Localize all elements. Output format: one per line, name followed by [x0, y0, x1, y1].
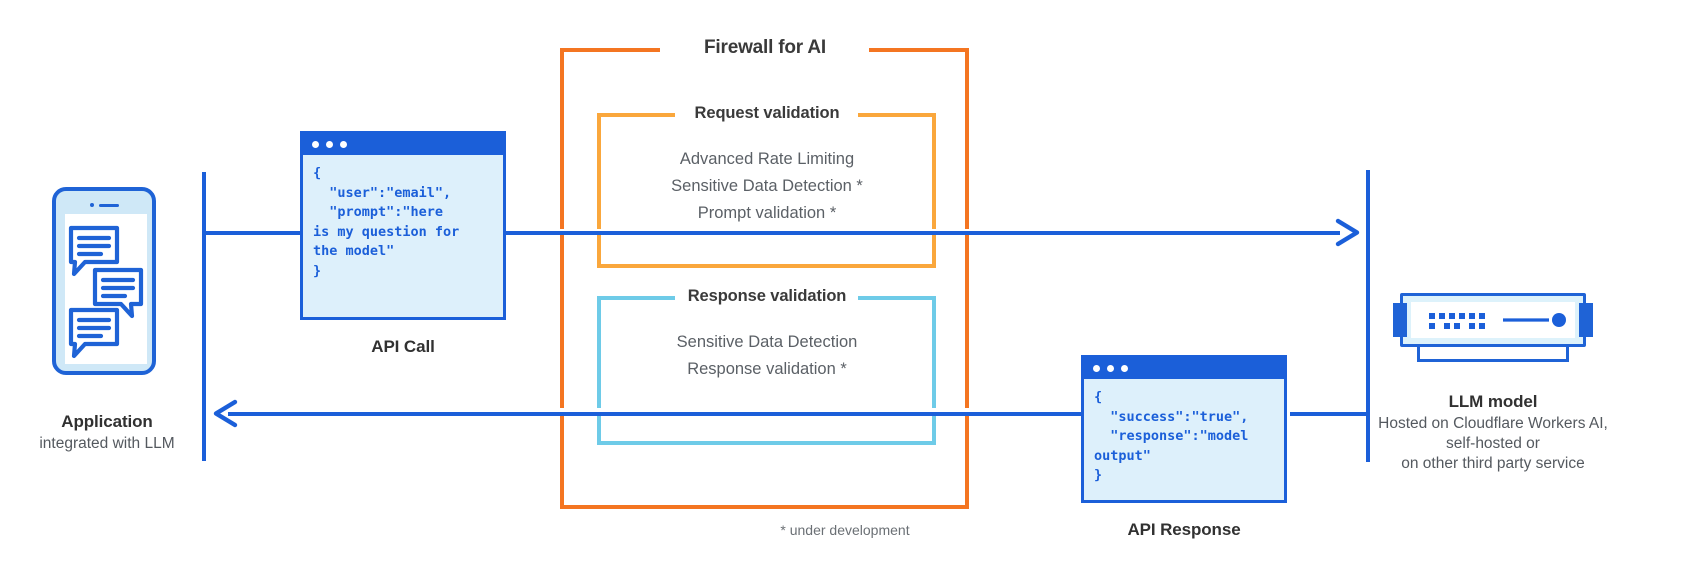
response-validation-bracket-top-right — [858, 296, 936, 300]
response-validation-bracket-bottom — [597, 441, 936, 445]
response-validation-bracket-right-upper — [932, 296, 936, 408]
request-validation-bracket-left-upper — [597, 113, 601, 229]
response-flow-line-right — [1290, 412, 1368, 416]
server-icon — [1400, 293, 1586, 347]
phone-icon — [52, 187, 156, 375]
api-call-window-titlebar — [303, 134, 503, 155]
request-validation-bracket-top-right — [858, 113, 936, 117]
api-response-code: { "success":"true", "response":"model ou… — [1094, 389, 1249, 483]
server-base — [1417, 347, 1569, 362]
application-title: Application — [61, 412, 153, 431]
response-validation-bracket-right-lower — [932, 416, 936, 445]
response-validation-item-1: Sensitive Data Detection — [676, 333, 858, 351]
phone-speaker-bar-icon — [99, 204, 119, 207]
request-arrow-head-icon — [1332, 216, 1366, 253]
server-face — [1411, 302, 1575, 338]
window-dot-icon — [1093, 365, 1100, 372]
request-validation-bracket-bottom — [597, 264, 936, 268]
llm-subtitle: Hosted on Cloudflare Workers AI, self-ho… — [1340, 414, 1646, 474]
api-response-label: API Response — [1127, 520, 1241, 539]
footnote-under-development: * under development — [780, 522, 910, 538]
phone-speaker-dot-icon — [90, 203, 94, 207]
api-response-window: { "success":"true", "response":"model ou… — [1081, 355, 1287, 503]
request-flow-line-right — [505, 231, 1340, 235]
application-subtitle: integrated with LLM — [39, 435, 175, 452]
server-leds-icon — [1429, 313, 1566, 329]
firewall-bracket-left-lower — [560, 416, 564, 509]
api-call-label: API Call — [371, 337, 435, 356]
llm-title: LLM model — [1448, 392, 1538, 411]
request-validation-bracket-right-upper — [932, 113, 936, 229]
llm-subtitle-line-3: on other third party service — [1401, 455, 1585, 472]
request-validation-bracket-left-lower — [597, 235, 601, 268]
api-call-code: { "user":"email", "prompt":"here is my q… — [313, 165, 460, 279]
llm-node — [1393, 293, 1593, 365]
request-flow-line-left — [202, 231, 304, 235]
firewall-bracket-left-middle — [560, 235, 564, 408]
request-validation-item-2: Sensitive Data Detection * — [671, 177, 863, 195]
llm-lifeline — [1366, 170, 1370, 462]
window-dot-icon — [1121, 365, 1128, 372]
request-validation-bracket-top-left — [597, 113, 675, 117]
server-ear-right-icon — [1579, 303, 1593, 337]
response-validation-bracket-top-left — [597, 296, 675, 300]
server-ear-left-icon — [1393, 303, 1407, 337]
api-response-window-titlebar — [1084, 358, 1284, 379]
response-validation-item-2: Response validation * — [687, 360, 847, 378]
firewall-bracket-left-upper — [560, 48, 564, 229]
firewall-bracket-right-upper — [965, 48, 969, 229]
phone-screen — [65, 214, 147, 364]
api-call-window-body: { "user":"email", "prompt":"here is my q… — [303, 155, 503, 290]
application-lifeline — [202, 172, 206, 461]
request-validation-heading: Request validation — [694, 104, 840, 122]
firewall-bracket-top-left — [560, 48, 660, 52]
response-validation-bracket-left-lower — [597, 416, 601, 445]
response-arrow-head-icon — [208, 397, 242, 434]
window-dot-icon — [326, 141, 333, 148]
firewall-bracket-right-middle — [965, 235, 969, 408]
response-validation-bracket-left-upper — [597, 296, 601, 408]
api-call-window: { "user":"email", "prompt":"here is my q… — [300, 131, 506, 320]
window-dot-icon — [340, 141, 347, 148]
window-dot-icon — [312, 141, 319, 148]
response-flow-line-left — [228, 412, 1081, 416]
llm-subtitle-line-1: Hosted on Cloudflare Workers AI, — [1378, 415, 1608, 432]
llm-subtitle-line-2: self-hosted or — [1446, 435, 1540, 452]
api-response-window-body: { "success":"true", "response":"model ou… — [1084, 379, 1284, 495]
window-dot-icon — [1107, 365, 1114, 372]
firewall-bracket-bottom — [560, 505, 969, 509]
request-validation-item-3: Prompt validation * — [697, 204, 837, 222]
chat-bubbles-icon — [68, 225, 144, 359]
request-validation-bracket-right-lower — [932, 235, 936, 268]
request-validation-item-1: Advanced Rate Limiting — [679, 150, 855, 168]
response-validation-heading: Response validation — [687, 287, 847, 305]
firewall-bracket-top-right — [869, 48, 969, 52]
firewall-title: Firewall for AI — [704, 37, 826, 58]
firewall-bracket-right-lower — [965, 416, 969, 509]
